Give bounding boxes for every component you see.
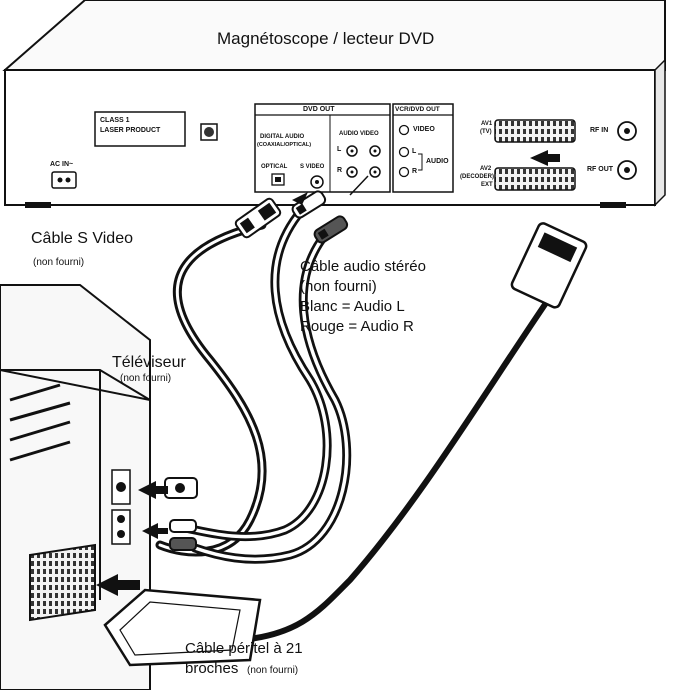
tv-vent-icon <box>9 401 71 422</box>
scart-arrow-left-icon <box>96 574 140 596</box>
vcr-audio-label: AUDIO <box>426 158 449 165</box>
s-video-cable-label: Câble S Video <box>31 230 133 247</box>
av2-label: AV2 <box>480 166 492 172</box>
av1-tv-label: (TV) <box>480 129 492 135</box>
scart-broches-label: broches <box>185 660 239 677</box>
av2-ext-label: EXT <box>481 182 493 188</box>
s-video-port-label: S VIDEO <box>300 164 325 170</box>
vcr-audio-r-label: R <box>412 168 418 175</box>
digital-audio-sub-label: (COAXIAL/OPTICAL) <box>257 142 312 148</box>
device-foot-right <box>600 202 626 208</box>
screw-icon <box>204 127 214 137</box>
device-plugs <box>234 175 369 244</box>
scart-plugs <box>103 222 588 667</box>
av1-label: AV1 <box>481 121 493 127</box>
digital-audio-label: DIGITAL AUDIO <box>260 134 305 140</box>
device-foot-left <box>25 202 51 208</box>
scart-arrow-icon <box>530 150 560 166</box>
tv-vent-icon <box>9 420 71 442</box>
audio-plug-red <box>313 215 349 244</box>
audio-bracket <box>418 153 423 171</box>
laser-class-label: CLASS 1 <box>100 117 130 124</box>
optical-jack-core-icon <box>275 177 281 182</box>
tv-audio-plug-white <box>169 519 197 533</box>
vcr-audio-l-jack <box>398 146 410 158</box>
s-video-not-supplied-label: (non fourni) <box>33 257 85 268</box>
arrow-left-icon <box>138 481 168 499</box>
av2-scart-socket <box>494 167 576 191</box>
cables <box>155 205 551 643</box>
tv-audio-jacks <box>111 509 131 545</box>
audio-red-label: Rouge = Audio R <box>300 318 414 335</box>
tv-plugs <box>96 477 198 596</box>
audio-white-label: Blanc = Audio L <box>300 298 405 315</box>
vcr-video-jack <box>398 124 410 136</box>
tv-vent-icon <box>9 440 71 462</box>
scart-cable-label: Câble péritel à 21 <box>185 640 303 657</box>
av2-decoder-label: (DECODER) <box>460 174 494 180</box>
audio-video-label: AUDIO VIDEO <box>339 131 379 137</box>
plug-arrow-icon <box>292 192 308 205</box>
vcr-dvd-out-label: VCR/DVD OUT <box>395 106 440 113</box>
ac-in-socket <box>51 171 77 189</box>
s-video-core-icon <box>315 180 319 184</box>
ac-pin-icon <box>65 177 71 183</box>
optical-label: OPTICAL <box>261 164 288 170</box>
vcr-dvd-player <box>2 0 666 208</box>
vcr-video-label: VIDEO <box>413 126 435 133</box>
laser-product-label: LASER PRODUCT <box>100 127 161 134</box>
audio-cable-not-supplied-label: (non fourni) <box>300 278 377 295</box>
ac-in-label: AC IN~ <box>50 161 74 168</box>
ac-pin-icon <box>57 177 63 183</box>
scart-not-supplied-label: (non fourni) <box>247 665 299 676</box>
pointer-line <box>349 175 369 196</box>
tv-audio-plug-red <box>169 537 197 551</box>
rf-in-label: RF IN <box>590 127 609 134</box>
tv-scart-socket <box>29 543 96 622</box>
audio-cable-label: Câble audio stéréo <box>300 258 426 275</box>
av1-scart-socket <box>494 119 576 143</box>
s-video-cable <box>155 220 267 557</box>
tv-vent-icon <box>9 383 61 402</box>
dvd-out-label: DVD OUT <box>303 106 335 113</box>
vcr-audio-l-label: L <box>412 148 417 155</box>
device-side <box>654 58 666 207</box>
scart-cable <box>237 297 551 643</box>
rf-out-label: RF OUT <box>587 166 614 173</box>
audio-l-label: L <box>337 146 342 153</box>
laser-label-box <box>94 111 186 147</box>
diagram-title: Magnétoscope / lecteur DVD <box>217 29 435 48</box>
vcr-audio-r-jack <box>398 166 410 178</box>
tv-label: Téléviseur <box>112 354 186 371</box>
audio-r-label: R <box>337 167 343 174</box>
tv-not-supplied-label: (non fourni) <box>120 373 172 384</box>
arrow-left-icon <box>142 523 168 539</box>
